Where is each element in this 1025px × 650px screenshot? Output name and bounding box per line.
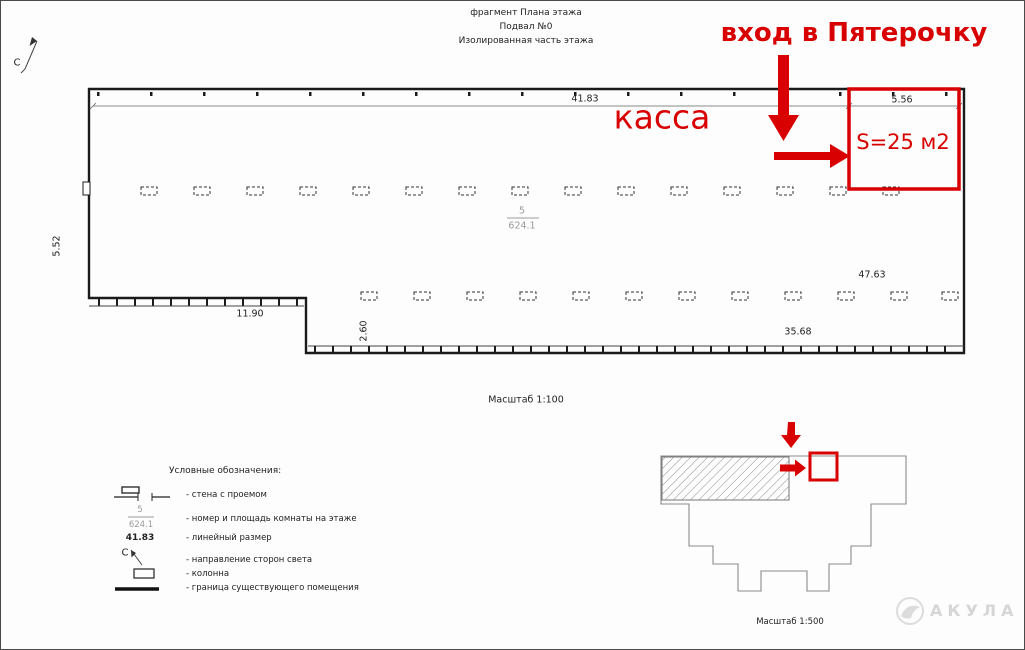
- column-row-bottom: [360, 291, 959, 301]
- dim-left: 5.52: [51, 235, 63, 257]
- legend-item-room-label: - номер и площадь комнаты на этаже: [186, 514, 357, 524]
- legend-item-wall: - стена с проемом: [186, 490, 267, 500]
- legend-dimension-symbol: 41.83: [125, 533, 155, 543]
- dim-right: 47.63: [858, 269, 886, 281]
- overview-hatched-area: [661, 456, 790, 501]
- dim-bottom: 35.68: [784, 326, 812, 338]
- entrance-label: вход в Пятерочку: [720, 18, 988, 48]
- overview-outline: [660, 455, 907, 592]
- overview-arrow-right-icon: [780, 459, 806, 477]
- watermark-logo-icon: [896, 597, 924, 625]
- legend-item-column: - колонна: [186, 569, 230, 579]
- area-label: S=25 м2: [856, 130, 950, 154]
- plan-walls: [82, 87, 966, 355]
- dim-bottom-left: 11.90: [236, 308, 264, 320]
- legend-column-icon: [133, 568, 155, 579]
- kassa-arrow-icon: [774, 144, 850, 168]
- room-area: 624.1: [508, 220, 536, 232]
- drawing-header-line2: Подвал №0: [499, 22, 553, 32]
- legend-north-arrow-icon: [130, 549, 143, 566]
- drawing-header-line1: фрагмент Плана этажа: [470, 8, 582, 18]
- overview-map: [660, 422, 907, 592]
- legend-item-boundary: - граница существующего помещения: [186, 583, 359, 593]
- plan-scale-label: Масштаб 1:100: [488, 394, 564, 406]
- legend-item-dimension: - линейный размер: [186, 533, 272, 543]
- legend-room-number-symbol: 5: [137, 505, 143, 515]
- drawing-header-line3: Изолированная часть этажа: [458, 36, 594, 46]
- watermark-text: АКУЛА: [930, 601, 1019, 620]
- dim-top: 41.83: [571, 93, 599, 105]
- overview-arrow-down-icon: [781, 422, 801, 448]
- legend-item-north: - направление сторон света: [186, 555, 313, 565]
- overview-scale-label: Масштаб 1:500: [756, 617, 824, 627]
- highlight-annotations: [768, 55, 961, 191]
- compass-label: С: [13, 57, 21, 69]
- kassa-label: касса: [613, 97, 711, 137]
- legend-north-symbol: С: [121, 547, 129, 559]
- legend-room-area-symbol: 624.1: [128, 520, 154, 530]
- legend-title: Условные обозначения:: [169, 466, 282, 476]
- dim-top-right: 5.56: [891, 94, 913, 106]
- north-arrow-icon: [20, 37, 38, 74]
- dimension-lines: [89, 102, 963, 110]
- legend-symbol-wall-icon: [114, 486, 170, 501]
- overview-highlight-box: [808, 451, 839, 482]
- dim-step: 2.60: [358, 320, 370, 342]
- entrance-arrow-icon: [768, 55, 799, 141]
- column-row-top: [140, 186, 900, 196]
- room-number: 5: [518, 205, 526, 217]
- highlight-box: [847, 87, 961, 191]
